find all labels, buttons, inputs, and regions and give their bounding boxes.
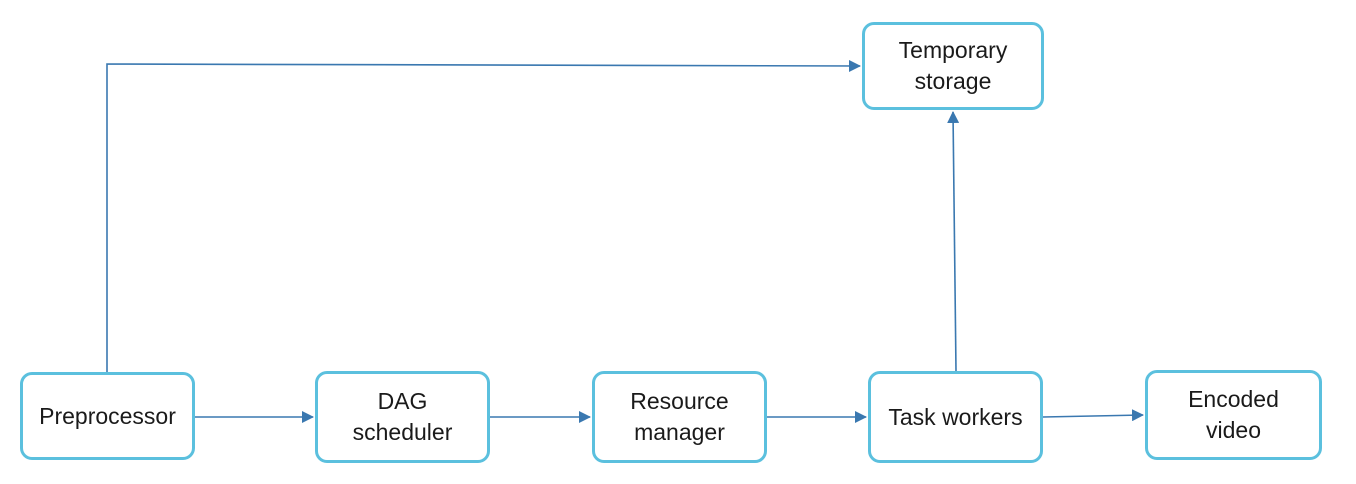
task-workers-label: Task workers — [888, 403, 1023, 430]
encoded-video-label: Encoded video — [1188, 386, 1279, 443]
resource-manager-label: Resource manager — [630, 388, 729, 445]
preprocessor-node: Preprocessor — [20, 372, 195, 460]
preprocessor-label: Preprocessor — [39, 402, 176, 429]
dag-scheduler-label: DAG scheduler — [352, 388, 453, 445]
dag-scheduler-node: DAG scheduler — [315, 371, 490, 463]
encoded-video-node: Encoded video — [1145, 370, 1322, 460]
task-workers-node: Task workers — [868, 371, 1043, 463]
temporary-storage-label: Temporary storage — [898, 37, 1008, 94]
edge-task-workers-to-encoded-video — [1042, 409, 1144, 422]
edge-task-workers-to-temporary-storage — [947, 111, 960, 372]
resource-manager-node: Resource manager — [592, 371, 767, 463]
temporary-storage-node: Temporary storage — [862, 22, 1044, 110]
edge-preprocessor-to-temporary-storage — [106, 59, 861, 372]
